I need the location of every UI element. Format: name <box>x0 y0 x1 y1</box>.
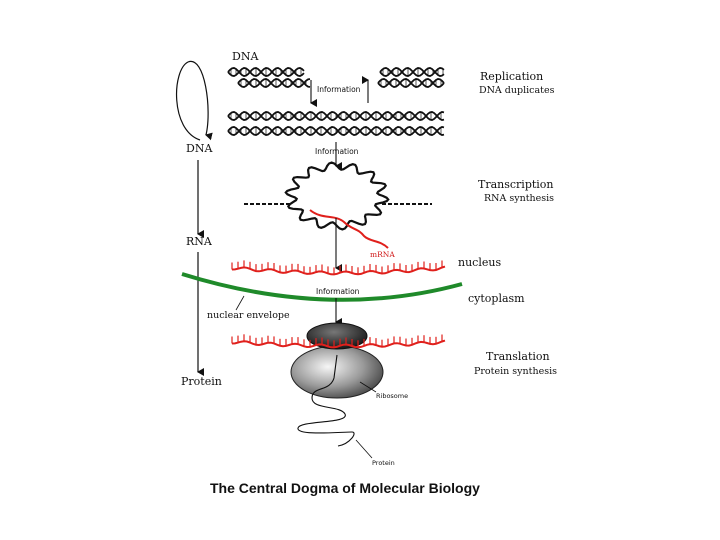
mrna-cytoplasm-backbone <box>231 339 446 349</box>
protein-chain <box>297 354 355 447</box>
diagram-caption: The Central Dogma of Molecular Biology <box>210 480 480 496</box>
nuclear-envelope-pointer <box>235 295 245 311</box>
helix-top2-left-strand-b <box>237 78 311 88</box>
dna-helices <box>227 67 445 136</box>
label-protein-chain: Protein <box>372 459 395 467</box>
protein-pointer <box>355 439 373 459</box>
left-flow-axis <box>175 61 213 376</box>
info-label-transcription: Information <box>315 147 359 156</box>
replication-loop <box>175 61 213 141</box>
label-rna: RNA <box>186 235 213 248</box>
label-dna-top: DNA <box>232 50 259 63</box>
label-nucleus: nucleus <box>458 256 501 269</box>
label-protein: Protein <box>181 375 222 388</box>
transcription-bubble <box>284 161 390 231</box>
label-cytoplasm: cytoplasm <box>468 292 525 305</box>
label-ribosome: Ribosome <box>376 392 408 400</box>
stage-replication-title: Replication <box>480 70 543 83</box>
ribosome-pointer <box>359 381 377 393</box>
stage-transcription-title: Transcription <box>478 178 554 191</box>
nascent-mrna-strand <box>309 209 389 249</box>
mrna-nucleus-backbone <box>231 265 446 276</box>
mrna-cytoplasm <box>231 334 446 349</box>
stage-translation-subtitle: Protein synthesis <box>474 366 557 377</box>
label-nuclear-envelope: nuclear envelope <box>207 310 290 321</box>
info-label-replication: Information <box>317 85 361 94</box>
info-label-translation: Information <box>316 287 360 296</box>
stage-replication-subtitle: DNA duplicates <box>479 85 555 96</box>
nuclear-envelope <box>181 272 463 302</box>
helix-top2-right-strand-b <box>377 78 445 88</box>
helix-top2-left-strand-a <box>237 78 311 88</box>
mrna-nucleus <box>231 260 446 276</box>
label-mrna: mRNA <box>370 250 395 259</box>
helix-top-right-strand-b <box>379 67 445 77</box>
stage-translation-title: Translation <box>486 350 550 363</box>
stage-transcription-subtitle: RNA synthesis <box>484 193 554 204</box>
ribosome-large-subunit <box>290 345 384 399</box>
label-dna: DNA <box>186 142 213 155</box>
